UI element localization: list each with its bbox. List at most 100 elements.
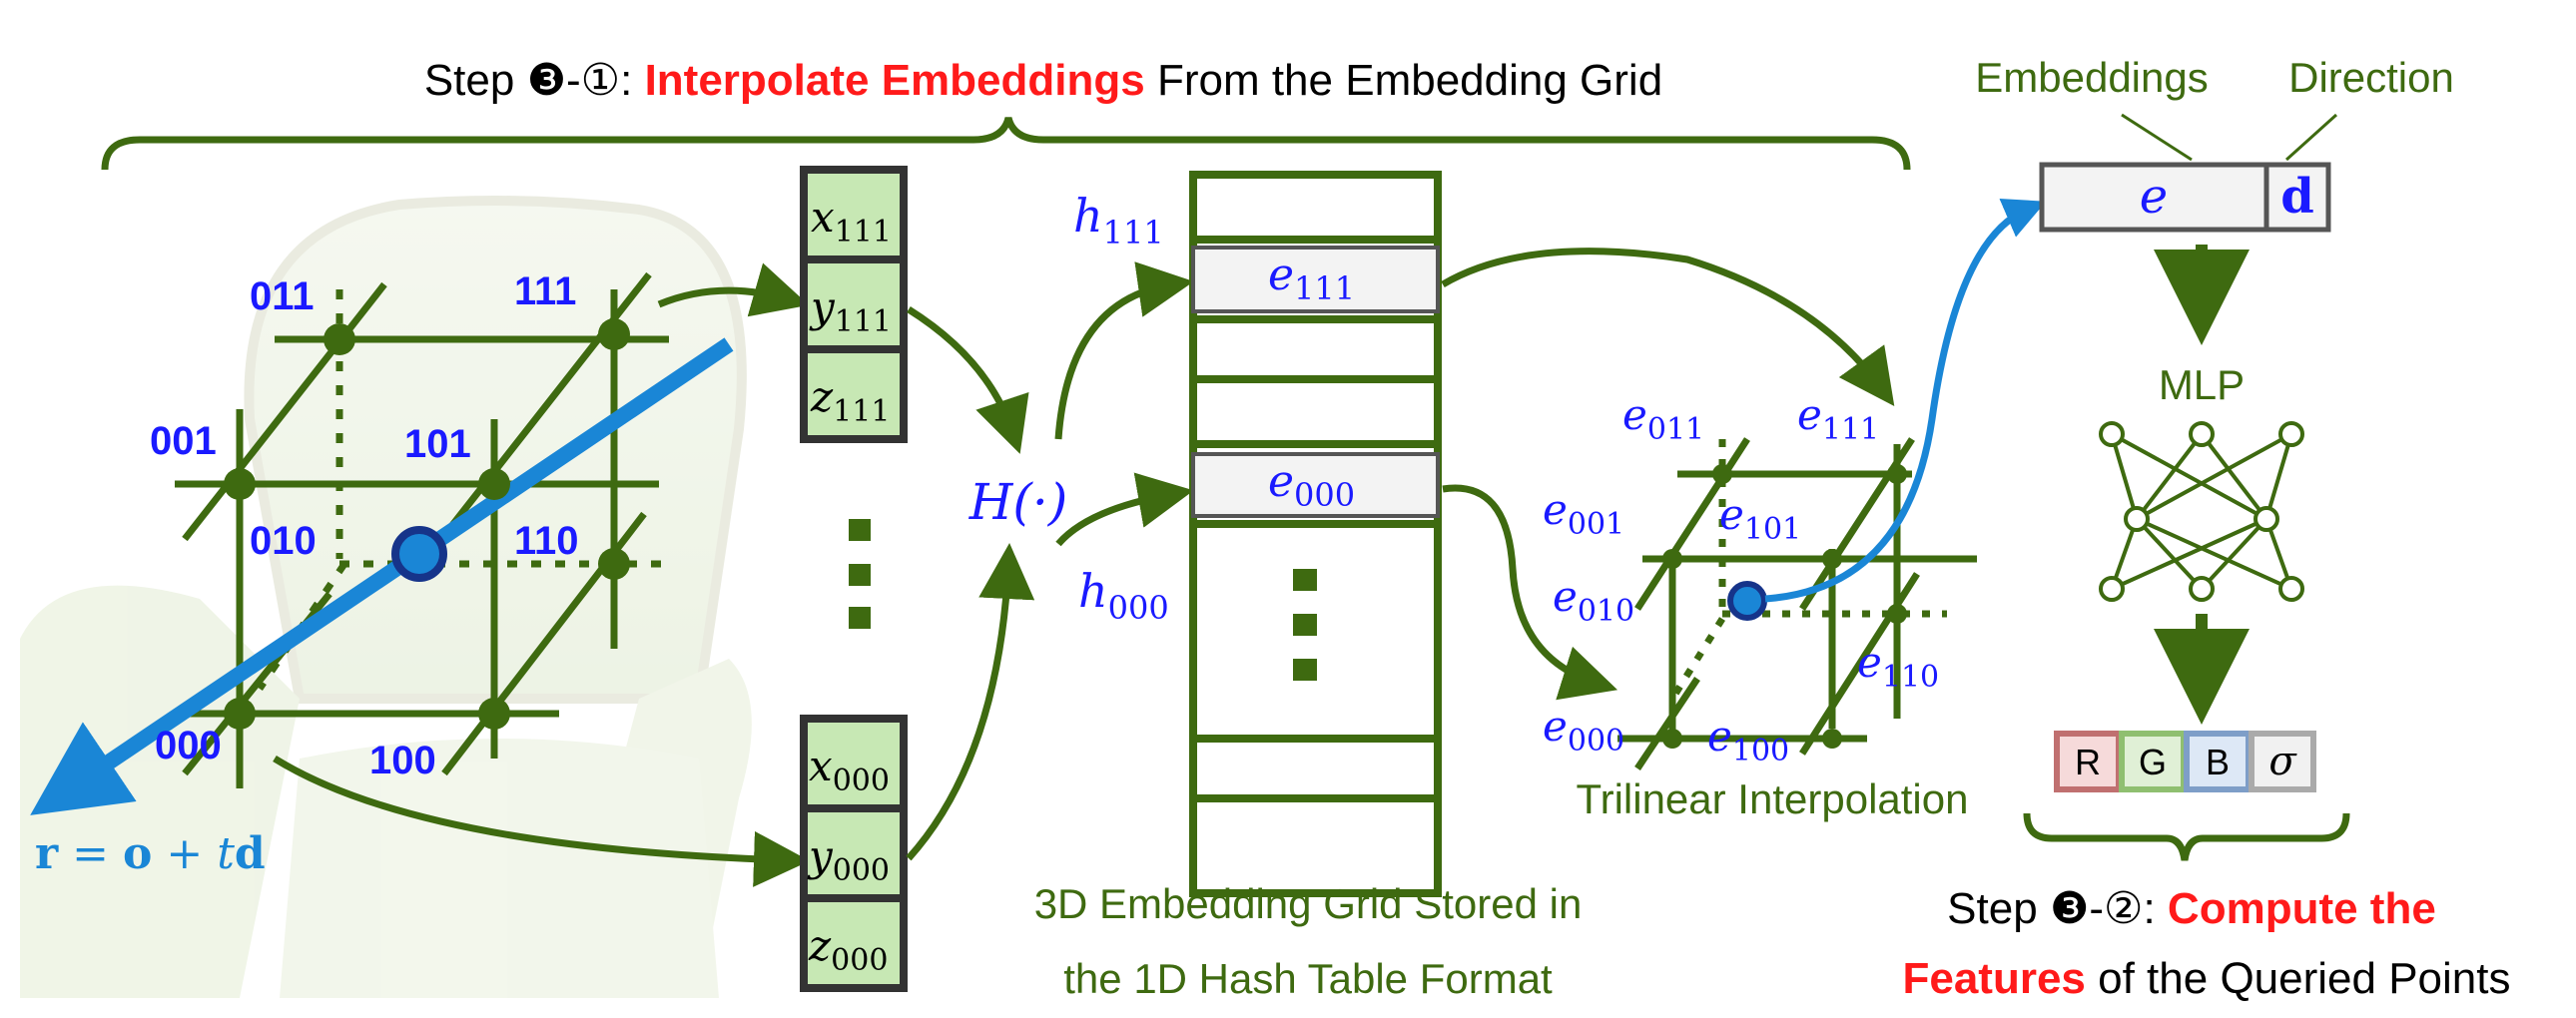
vertex-label-111: 111 xyxy=(514,269,576,313)
ray-equation: r = o + td xyxy=(35,828,266,879)
direction-label: Direction xyxy=(2288,54,2454,101)
vertex-label-000: 000 xyxy=(155,724,222,767)
output-r: R xyxy=(2075,742,2101,782)
output-sigma: σ xyxy=(2268,739,2297,784)
trilinear-label-e111: e111 xyxy=(1797,390,1879,447)
trilinear-label-e000-sub: 000 xyxy=(1568,724,1624,759)
hash-h111-base: h xyxy=(1073,189,1103,243)
coords-top-stack xyxy=(800,166,908,443)
trilinear-label-e010-base: e xyxy=(1553,572,1578,621)
arrow-hash-to-entry-111 xyxy=(1054,261,1194,440)
table-entry-111: e111 xyxy=(1268,250,1355,307)
output-g: G xyxy=(2139,742,2167,782)
coord-top-x-sub: 111 xyxy=(835,215,892,250)
trilinear-label-e100: e100 xyxy=(1707,712,1789,768)
coord-top-y-sub: 111 xyxy=(835,304,892,339)
coord-top-z-base: z xyxy=(810,372,834,421)
header-rest: From the Embedding Grid xyxy=(1145,56,1662,105)
trilinear-label-e101: e101 xyxy=(1719,490,1801,547)
vector-d: d xyxy=(2280,169,2314,225)
coord-bottom-z: z000 xyxy=(808,921,888,978)
vertex-label-101: 101 xyxy=(404,422,471,466)
output-b: B xyxy=(2206,742,2230,782)
hash-h111: h111 xyxy=(1073,189,1164,252)
coord-top-x-base: x xyxy=(811,193,835,242)
step-2-mark: ❸-② xyxy=(2050,884,2144,933)
coord-top-z-sub: 111 xyxy=(833,394,890,429)
table-entry-111-base: e xyxy=(1268,250,1294,300)
query-point xyxy=(391,526,447,582)
table-entry-000-base: e xyxy=(1268,456,1294,507)
arrow-entry-111-to-trilinear xyxy=(1441,248,1895,407)
table-entry-111-sub: 111 xyxy=(1294,269,1355,307)
trilinear-label-e110-base: e xyxy=(1857,638,1882,687)
ray-plus: + xyxy=(152,828,217,879)
trilinear-label-e001-sub: 001 xyxy=(1568,507,1624,542)
coord-bottom-x-base: x xyxy=(809,742,833,790)
coords-bottom-stack xyxy=(800,715,908,992)
trilinear-label-e010: e010 xyxy=(1553,572,1634,629)
arrow-interpolated-to-vector xyxy=(1764,198,2047,603)
step-2-rest: of the Queried Points xyxy=(2086,954,2511,1003)
vertex-label-011: 011 xyxy=(250,274,315,318)
trilinear-label-e100-base: e xyxy=(1707,712,1732,761)
arrow-cube-to-bottom-coords xyxy=(273,756,810,887)
header-step-prefix: Step xyxy=(424,56,527,105)
trilinear-label-e101-base: e xyxy=(1719,490,1744,539)
hash-h000-base: h xyxy=(1078,564,1108,618)
coord-top-z: z111 xyxy=(810,372,890,429)
table-entry-000-sub: 000 xyxy=(1294,476,1355,514)
trilinear-label-e110-sub: 110 xyxy=(1882,660,1939,695)
step-2-highlight-2: Features xyxy=(1902,954,2085,1003)
coord-bottom-y: y000 xyxy=(807,831,890,888)
vector-e: e xyxy=(2140,169,2168,225)
step-2-prefix: Step xyxy=(1947,884,2050,933)
ray-t: t xyxy=(217,828,235,879)
header-step-mark: ❸-① xyxy=(527,56,621,105)
table-ellipsis xyxy=(1293,569,1317,681)
trilinear-label-e101-sub: 101 xyxy=(1744,512,1801,547)
step-2-line-2: Features of the Queried Points xyxy=(1902,954,2510,1003)
trilinear-label-e001: e001 xyxy=(1543,485,1624,542)
trilinear-label-e000: e000 xyxy=(1543,702,1624,759)
coord-bottom-z-base: z xyxy=(808,921,832,970)
coord-bottom-y-base: y xyxy=(807,831,834,880)
trilinear-label-e111-base: e xyxy=(1797,390,1822,439)
embeddings-pointer xyxy=(2121,113,2193,162)
arrow-top-coords-to-hash xyxy=(907,306,1029,454)
ray-o: o xyxy=(123,828,152,879)
coord-top-y-base: y xyxy=(809,282,836,331)
trilinear-caption: Trilinear Interpolation xyxy=(1577,775,1969,822)
trilinear-vertices xyxy=(1662,464,1907,749)
ray-r: r xyxy=(35,828,59,879)
top-brace xyxy=(101,116,1911,171)
vertex-label-100: 100 xyxy=(369,739,436,782)
output-cells xyxy=(2054,731,2316,792)
mlp-network xyxy=(2099,421,2304,602)
vertex-label-110: 110 xyxy=(514,519,579,563)
trilinear-label-e011: e011 xyxy=(1622,390,1704,447)
trilinear-cube xyxy=(1617,437,1977,770)
step-2-highlight-1: Compute the xyxy=(2168,884,2436,933)
vertex-label-010: 010 xyxy=(250,519,317,563)
vector-embedding-cell xyxy=(2039,162,2269,233)
bottom-brace xyxy=(2023,812,2350,861)
cube-vertices xyxy=(224,318,630,730)
coords-ellipsis xyxy=(849,519,871,629)
trilinear-label-e011-sub: 011 xyxy=(1647,412,1704,447)
coord-bottom-z-sub: 000 xyxy=(831,943,888,978)
arrow-bottom-coords-to-hash xyxy=(906,543,1035,861)
coord-bottom-y-sub: 000 xyxy=(833,853,890,888)
hash-h111-sub: 111 xyxy=(1103,214,1164,252)
trilinear-label-e000-base: e xyxy=(1543,702,1568,751)
hash-h000: h000 xyxy=(1078,564,1169,627)
header-colon: : xyxy=(620,56,644,105)
table-entry-111-cell xyxy=(1191,246,1440,313)
coord-top-y: y111 xyxy=(809,282,892,339)
ray-eq: = xyxy=(58,828,123,879)
step-2-line-1: Step ❸-②: Compute the xyxy=(1947,884,2436,933)
ray-d: d xyxy=(235,828,266,879)
arrow-cube-to-top-coords xyxy=(657,262,810,317)
trilinear-label-e011-base: e xyxy=(1622,390,1647,439)
trilinear-label-e110: e110 xyxy=(1857,638,1939,695)
